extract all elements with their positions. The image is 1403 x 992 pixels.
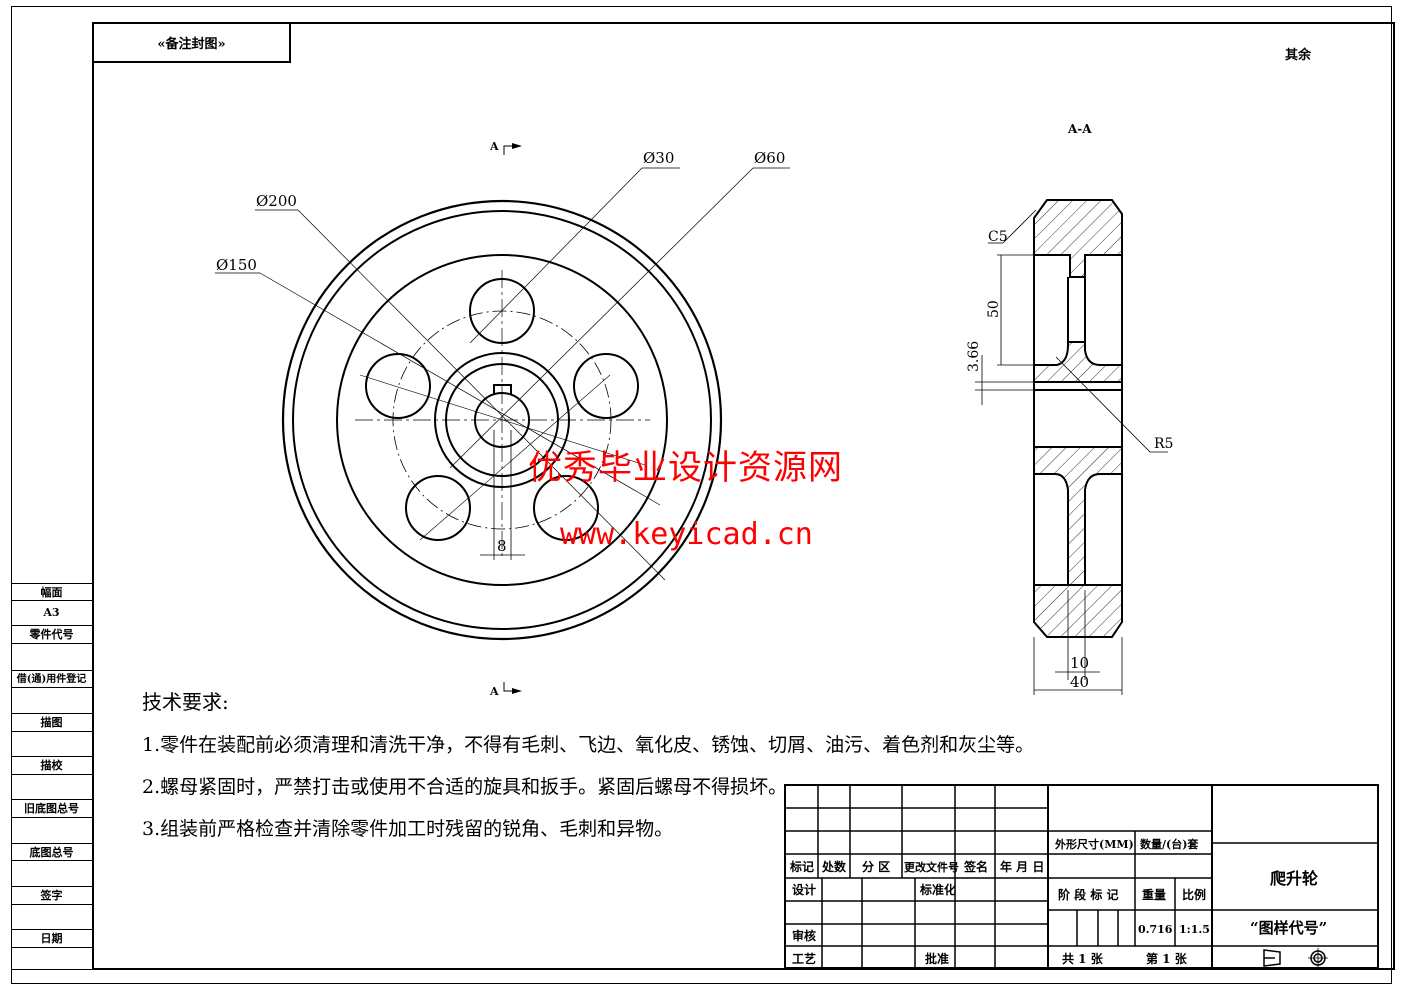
- dim-height-50: 50: [986, 300, 1002, 318]
- side-cell-format: 幅面: [11, 583, 92, 600]
- section-mark-top: A: [489, 140, 499, 153]
- drawing-number: “图样代号”: [1250, 919, 1327, 937]
- surface-finish-note: 其余: [1285, 48, 1312, 63]
- side-cell-part-code-value: [11, 643, 92, 670]
- rev-header-date: 年 月 日: [1000, 859, 1044, 874]
- label-design: 设计: [792, 882, 816, 897]
- dim-key-width: 8: [497, 537, 507, 555]
- rev-header-zone: 分 区: [862, 859, 890, 874]
- side-cell-trace-check: 描校: [11, 756, 92, 774]
- watermark-site-name: 优秀毕业设计资源网: [528, 448, 843, 488]
- value-weight: 0.716: [1138, 923, 1173, 936]
- section-mark-bottom: A: [489, 685, 499, 698]
- side-cell-old-base-number: 旧底图总号: [11, 799, 92, 817]
- dim-diameter-60: Ø60: [754, 149, 785, 167]
- side-cell-date-value: [11, 947, 92, 970]
- rev-header-change-doc: 更改文件号: [904, 860, 959, 874]
- rev-header-count: 处数: [821, 859, 847, 874]
- dim-overall-width: 40: [1070, 673, 1089, 691]
- top-left-label: «备注封图»: [157, 37, 226, 52]
- rev-header-signature: 签名: [963, 859, 988, 874]
- label-approve: 批准: [925, 951, 949, 966]
- label-review: 审核: [792, 928, 816, 943]
- side-cell-tracing-value: [11, 731, 92, 756]
- section-view: [975, 199, 1168, 695]
- sheets-total: 共 1 张: [1062, 951, 1104, 966]
- dim-chamfer: C5: [988, 229, 1008, 245]
- side-cell-signature: 签字: [11, 886, 92, 904]
- watermark-url: www.keyicad.cn: [560, 517, 813, 552]
- title-block-text: 标记 处数 分 区 更改文件号 签名 年 月 日 设计 标准化 审核 工艺 批准…: [789, 837, 1327, 966]
- rev-header-mark: 标记: [789, 859, 814, 874]
- dim-web-width: 10: [1070, 654, 1089, 672]
- tech-requirement-item: 3.组装前严格检查并清除零件加工时残留的锐角、毛刺和异物。: [142, 818, 674, 840]
- side-cell-signature-value: [11, 904, 92, 929]
- dim-diameter-200: Ø200: [256, 192, 297, 210]
- side-cell-part-code: 零件代号: [11, 625, 92, 643]
- dim-diameter-30: Ø30: [643, 149, 674, 167]
- dim-diameter-150: Ø150: [216, 256, 257, 274]
- technical-requirements: 技术要求: 1.零件在装配前必须清理和清洗干净，不得有毛刺、飞边、氧化皮、锈蚀、…: [142, 686, 1034, 855]
- label-process: 工艺: [792, 951, 816, 966]
- side-cell-tracing: 描图: [11, 713, 92, 731]
- projection-symbol-icon: [1263, 948, 1328, 968]
- sheet-number: 第 1 张: [1146, 951, 1188, 966]
- front-view-labels: Ø200 Ø150 Ø30 Ø60 8 A A: [216, 140, 785, 698]
- side-cell-borrowed-value: [11, 687, 92, 713]
- tech-requirement-item: 1.零件在装配前必须清理和清洗干净，不得有毛刺、飞边、氧化皮、锈蚀、切屑、油污、…: [142, 734, 1035, 756]
- title-block-grid: [784, 784, 1379, 969]
- front-view: [215, 143, 790, 694]
- label-scale: 比例: [1182, 887, 1206, 902]
- tech-requirement-item: 2.螺母紧固时，严禁打击或使用不合适的旋具和扳手。紧固后螺母不得损坏。: [142, 776, 788, 798]
- side-cell-borrowed-parts: 借(通)用件登记: [11, 670, 92, 687]
- sheet-drawing-frame: [92, 22, 1395, 970]
- side-cell-base-number: 底图总号: [11, 843, 92, 860]
- section-title: A-A: [1067, 122, 1092, 136]
- part-name: 爬升轮: [1269, 869, 1318, 888]
- dim-fillet: R5: [1154, 436, 1173, 452]
- top-left-label-box: «备注封图»: [92, 22, 291, 63]
- label-weight: 重量: [1142, 887, 1166, 902]
- value-scale: 1:1.5: [1179, 923, 1210, 936]
- side-cell-base-value: [11, 860, 92, 886]
- tech-requirements-heading: 技术要求:: [142, 690, 229, 714]
- label-quantity: 数量/(台)套: [1140, 837, 1199, 851]
- label-outline-size: 外形尺寸(MM): [1054, 837, 1134, 851]
- side-cell-old-base-value: [11, 817, 92, 843]
- side-cell-trace-check-value: [11, 774, 92, 799]
- side-cell-format-value: A3: [11, 600, 92, 625]
- side-record-strip: 幅面 A3 零件代号 借(通)用件登记 描图 描校 旧底图总号 底图总号 签字 …: [11, 583, 92, 970]
- label-standardize: 标准化: [919, 882, 956, 897]
- sheet-outer-border: [11, 6, 1392, 984]
- section-view-labels: A-A C5 50 3.66 R5 10 40: [966, 122, 1173, 691]
- dim-offset: 3.66: [966, 341, 982, 372]
- label-stage: 阶 段 标 记: [1058, 887, 1119, 902]
- side-cell-date: 日期: [11, 929, 92, 947]
